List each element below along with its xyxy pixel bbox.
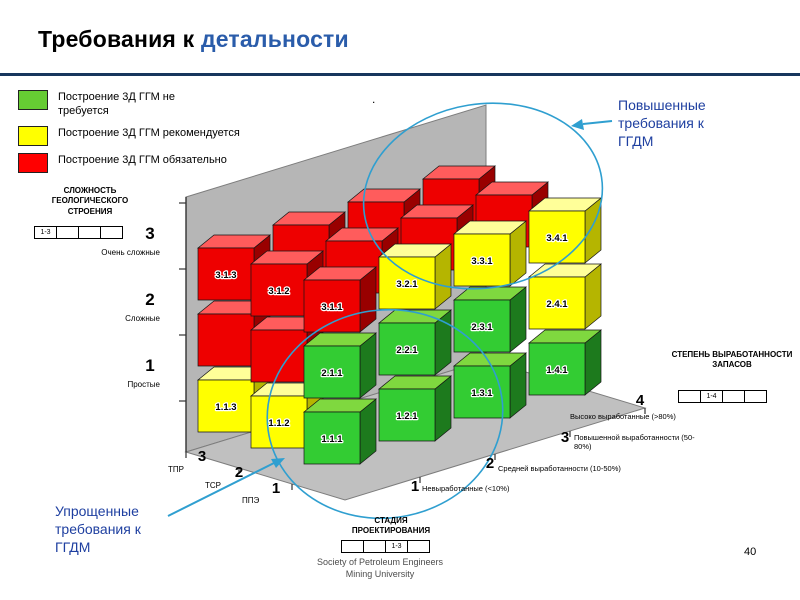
page-number: 40 [744,546,757,558]
cube-2.1.1: 2.1.1 [303,332,377,399]
legend-swatch [18,90,48,110]
callout-arrowhead-bottom [271,458,285,468]
complexity-tick-label: Простые [127,380,160,389]
annotation-increased-requirements: Повышенные требования к ГГДМ [618,97,706,150]
depletion-tick-label: Высоко выработанные (>80%) [570,412,676,421]
footer-line1: Society of Petroleum Engineers [316,557,444,567]
complexity-axis-title: СЛОЖНОСТЬ ГЕОЛОГИЧЕСКОГО СТРОЕНИЯ [51,186,129,216]
cube-label: 3.3.1 [471,256,493,267]
cube-label: 2.4.1 [546,299,568,310]
depletion-tick-value: 1 [410,478,420,495]
cube-label: 3.2.1 [396,279,418,290]
complexity-tick-value: 3 [145,224,155,243]
legend-label: Построение 3Д ГГМ рекомендуется [58,126,240,139]
cube-3.3.1: 3.3.1 [453,220,527,287]
cube-label: 3.4.1 [546,233,568,244]
stage-range-cells: 1-3 [341,540,430,553]
legend-label: Построение 3Д ГГМ не требуется [58,91,176,117]
stage-tick-label: ТПР [168,465,184,474]
complexity-tick-value: 1 [145,356,155,375]
legend-swatch [18,152,48,173]
range-cell [678,390,701,403]
range-cell [722,390,745,403]
legend-item: Построение 3Д ГГМ обязательно [18,152,288,173]
annotation-simplified-requirements: Упрощенные требования к ГГДМ [55,503,141,556]
cube-2.4.1: 2.4.1 [528,263,602,330]
legend-swatch [18,125,48,146]
range-cell: 1-3 [385,540,408,553]
stage-axis-title: СТАДИЯ ПРОЕКТИРОВАНИЯ [351,516,431,536]
callout-arrow-top [582,120,613,125]
range-cell: 1-3 [34,226,57,239]
highlight-ellipse-bottom [266,308,504,520]
range-cell [744,390,767,403]
range-cell [56,226,79,239]
footer: Society of Petroleum Engineers Mining Un… [250,556,510,580]
range-cell [341,540,364,553]
legend-item: Построение 3Д ГГМ не требуется [18,90,288,119]
cube-label: 2.3.1 [471,322,493,333]
footer-line2: Mining University [345,569,415,580]
range-cell [100,226,123,239]
cube-label: 2.1.1 [321,368,343,379]
cube-3.1.1: 3.1.1 [303,266,377,333]
legend: Построение 3Д ГГМ не требуется Построени… [18,90,288,180]
complexity-tick-label: Сложные [125,314,160,323]
cube-label: 1.1.1 [321,434,343,445]
cube-label: 3.1.1 [321,302,343,313]
cube-2.2.1: 2.2.1 [378,309,452,376]
stage-tick-value: 3 [197,448,207,465]
page-title-blue: детальности [200,26,349,52]
legend-item: Построение 3Д ГГМ рекомендуется [18,125,288,146]
highlight-ellipse-top [362,102,604,290]
stage-tick-value: 1 [271,480,281,497]
depletion-tick-label: Невыработанные (<10%) [422,484,510,493]
range-cell: 1-4 [700,390,723,403]
complexity-range-cells: 1-3 [34,226,123,239]
cube-1.2.1: 1.2.1 [378,375,452,442]
complexity-tick-label: Очень сложные [101,248,160,257]
page-title-black: Требования к [38,26,201,52]
stage-tick-label: ТСР [205,481,221,490]
cube-label: 3.1.2 [268,286,289,297]
title-divider [0,73,800,76]
depletion-tick-label: Повышенной выработанности (50-80%) [574,433,695,451]
stage-tick-value: 2 [234,464,244,481]
legend-label: Построение 3Д ГГМ обязательно [58,153,227,166]
depletion-tick-value: 2 [485,455,495,472]
cube-label: 1.2.1 [396,411,418,422]
cube-label: 1.1.2 [268,418,289,429]
depletion-range-cells: 1-4 [678,390,767,403]
cube-label: 1.3.1 [471,388,493,399]
page-title: Требования к детальности [38,26,349,53]
callout-arrow-bottom [167,462,275,517]
depletion-tick-value: 4 [635,392,645,409]
cube-label: 1.4.1 [546,365,568,376]
depletion-axis-title: СТЕПЕНЬ ВЫРАБОТАННОСТИ ЗАПАСОВ [671,350,793,370]
stray-mark: . [372,92,376,106]
range-cell [407,540,430,553]
depletion-tick-label: Средней выработанности (10-50%) [498,464,621,473]
cube-2.3.1: 2.3.1 [453,286,527,353]
callout-arrowhead-top [571,119,584,130]
cube-label: 2.2.1 [396,345,418,356]
stage-tick-label: ППЭ [242,496,260,505]
cube-3.2.1: 3.2.1 [378,243,452,310]
range-cell [78,226,101,239]
complexity-tick-value: 2 [145,290,155,309]
range-cell [363,540,386,553]
cube-1.4.1: 1.4.1 [528,329,602,396]
cube-1.1.1: 1.1.1 [303,398,377,465]
depletion-tick-value: 3 [560,429,570,446]
cube-label: 1.1.3 [215,402,236,413]
cube-1.3.1: 1.3.1 [453,352,527,419]
cube-label: 3.1.3 [215,270,236,281]
